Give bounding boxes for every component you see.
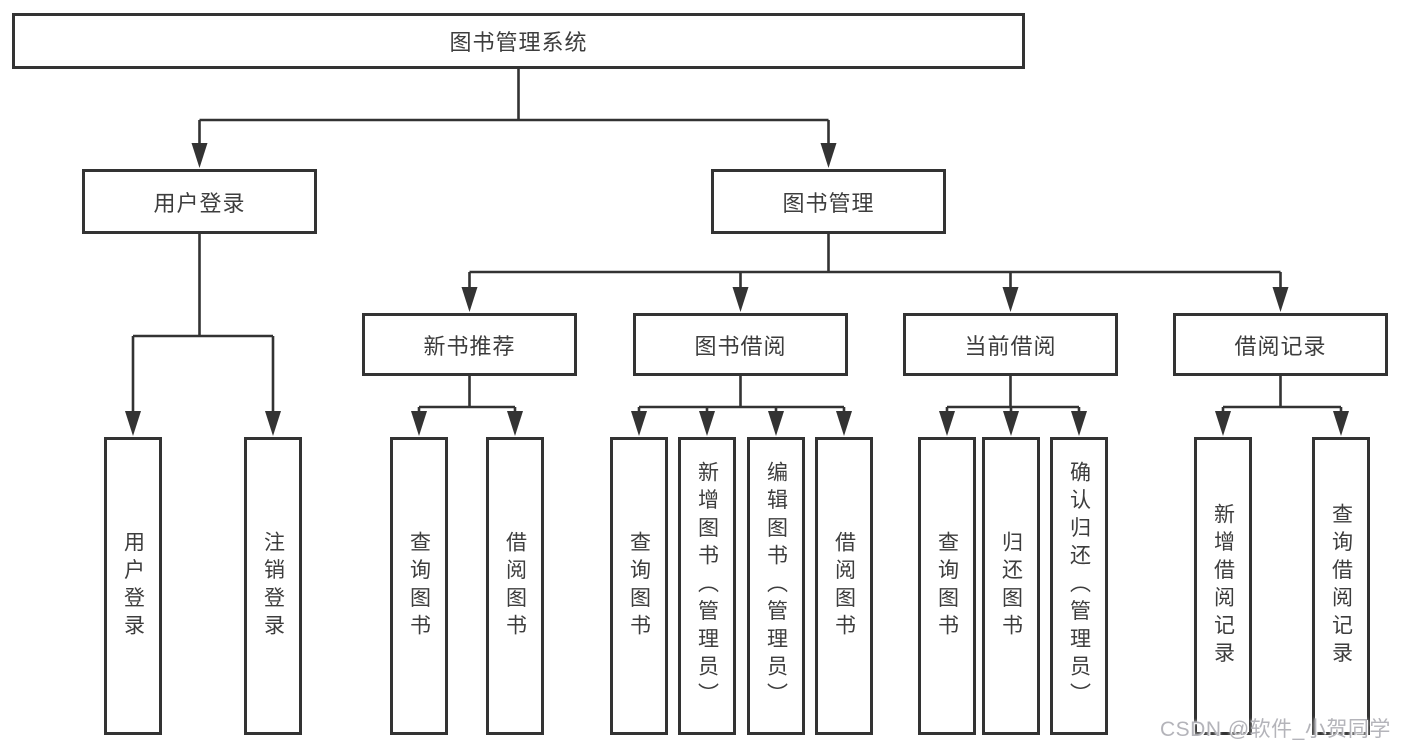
node-borrowing-records: 借阅记录	[1173, 313, 1388, 376]
node-leaf-logout: 注销登录	[244, 437, 302, 735]
arrowhead-icon	[461, 287, 478, 312]
arrowhead-icon	[699, 411, 715, 436]
watermark-text: CSDN @软件_小贺同学	[1160, 718, 1391, 741]
node-current-return-books: 归还图书	[982, 437, 1040, 735]
node-rec-query-books: 查询图书	[390, 437, 448, 735]
arrowhead-icon	[1272, 287, 1289, 312]
arrowhead-icon	[1215, 411, 1231, 436]
arrowhead-icon	[1333, 411, 1349, 436]
node-rec-borrow-books: 借阅图书	[486, 437, 544, 735]
connector-rec-to-leaves	[417, 376, 517, 414]
arrowhead-icon	[1003, 411, 1019, 436]
node-records-query-record: 查询借阅记录	[1312, 437, 1370, 735]
arrowhead-icon	[768, 411, 784, 436]
node-current-borrowing: 当前借阅	[903, 313, 1118, 376]
node-leaf-user-login: 用户登录	[104, 437, 162, 735]
node-new-book-recommendation: 新书推荐	[362, 313, 577, 376]
arrowhead-icon	[265, 411, 281, 436]
node-current-confirm-return-admin: 确认归还（管理员）	[1050, 437, 1108, 735]
arrowhead-icon	[836, 411, 852, 436]
connector-login-to-leaves	[131, 234, 275, 414]
connector-mgmt-to-level3	[468, 234, 1282, 290]
arrowhead-icon	[411, 411, 427, 436]
arrowhead-icon	[1002, 287, 1019, 312]
node-borrow-add-books-admin: 新增图书（管理员）	[678, 437, 736, 735]
node-library-management-system: 图书管理系统	[12, 13, 1025, 69]
connector-current-to-leaves	[945, 376, 1081, 414]
arrowhead-icon	[1071, 411, 1087, 436]
node-borrow-query-books: 查询图书	[610, 437, 668, 735]
node-user-login-branch: 用户登录	[82, 169, 317, 234]
node-book-management-branch: 图书管理	[711, 169, 946, 234]
node-records-add-record: 新增借阅记录	[1194, 437, 1252, 735]
arrowhead-icon	[939, 411, 955, 436]
arrowhead-icon	[125, 411, 141, 436]
arrowhead-icon	[732, 287, 749, 312]
arrowhead-icon	[820, 143, 837, 168]
arrowhead-icon	[191, 143, 208, 168]
connector-borrow-to-leaves	[637, 376, 846, 414]
arrowhead-icon	[507, 411, 523, 436]
node-current-query-books: 查询图书	[918, 437, 976, 735]
arrowhead-icon	[631, 411, 647, 436]
connector-root-to-level2	[198, 69, 830, 146]
node-book-borrowing: 图书借阅	[633, 313, 848, 376]
node-borrow-edit-books-admin: 编辑图书（管理员）	[747, 437, 805, 735]
node-borrow-borrow-books: 借阅图书	[815, 437, 873, 735]
connector-records-to-leaves	[1221, 376, 1343, 414]
